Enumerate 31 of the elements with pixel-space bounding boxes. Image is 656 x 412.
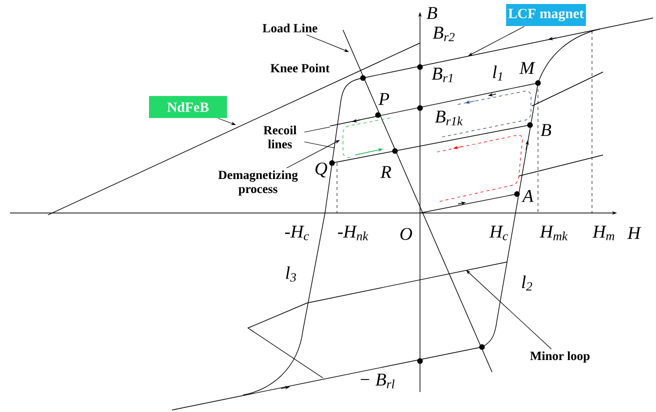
axis-label: H$_{m}$ [592, 226, 614, 240]
point-label: − B$_{rl}$ [360, 374, 394, 388]
axis-label: B [426, 7, 438, 19]
annotation-text: Demagnetizing process [218, 170, 298, 196]
axis-label: -H$_{c}$ [285, 226, 309, 240]
annotation-text: Load Line [262, 24, 318, 32]
leader-line [304, 142, 336, 148]
point-label: B$_{r1k}$ [435, 110, 463, 126]
axis-label: O [400, 228, 412, 240]
annotation-text: Knee Point [270, 64, 330, 72]
point-label: B$_{r1}$ [432, 68, 452, 82]
axis-label: H$_{c}$ [489, 226, 508, 240]
point-label: R [380, 166, 392, 178]
point-label: A [522, 190, 534, 202]
point-label: M [519, 62, 536, 74]
curve-label: l$_{1}$ [493, 65, 502, 81]
leader-line [466, 270, 552, 350]
leader-line [304, 126, 330, 132]
point-label: P [378, 93, 390, 105]
axis-label: H$_{mk}$ [540, 226, 568, 240]
annotation-text: Recoil lines [264, 126, 296, 148]
curve-label: l$_{3}$ [286, 266, 296, 282]
axis-label: H [627, 227, 642, 239]
curve-label: l$_{2}$ [522, 275, 532, 291]
annotation-text: Minor loop [530, 351, 590, 363]
magnet-tag: LCF magnet [506, 4, 586, 26]
point-label: B [540, 124, 552, 136]
point-label: Q [316, 162, 328, 178]
axis-label: -H$_{nk}$ [338, 226, 368, 240]
point-label: B$_{r2}$ [432, 26, 455, 42]
material-tag: NdFeB [149, 96, 227, 118]
